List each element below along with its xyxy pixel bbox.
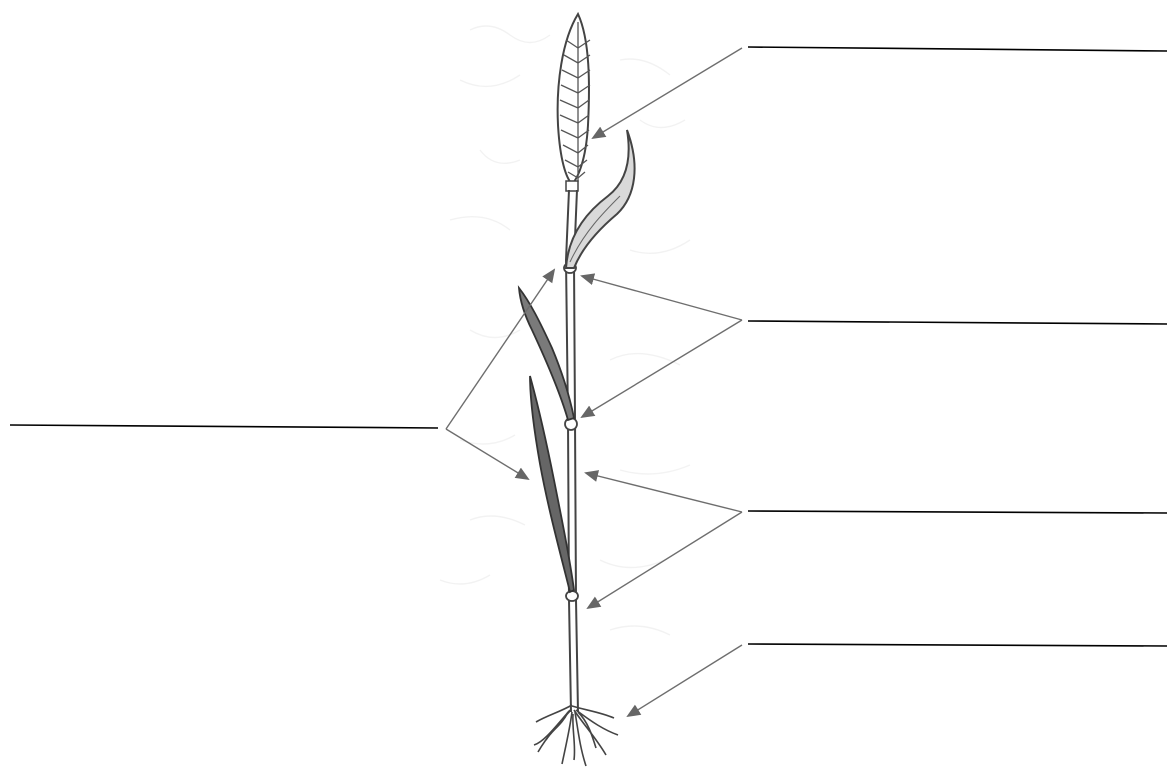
label-line-3 xyxy=(10,425,438,428)
pointer-node-middle xyxy=(582,320,742,417)
label-line-1 xyxy=(748,47,1167,51)
pointer-stem-upper xyxy=(586,473,742,512)
pointer-leaf-lower xyxy=(446,429,528,479)
pointer-arrows xyxy=(446,48,742,716)
pointer-stem-lower xyxy=(588,512,742,608)
label-lines xyxy=(10,47,1167,646)
node-lower xyxy=(566,591,578,601)
label-line-5 xyxy=(748,644,1167,646)
wheat-plant-illustration xyxy=(519,14,635,766)
label-line-4 xyxy=(748,511,1167,513)
pointer-roots xyxy=(628,645,742,716)
wheat-ear xyxy=(558,14,590,191)
label-line-2 xyxy=(748,321,1167,324)
pointer-node-upper xyxy=(582,276,742,320)
pointer-ear xyxy=(593,48,742,138)
wheat-roots xyxy=(534,705,618,766)
